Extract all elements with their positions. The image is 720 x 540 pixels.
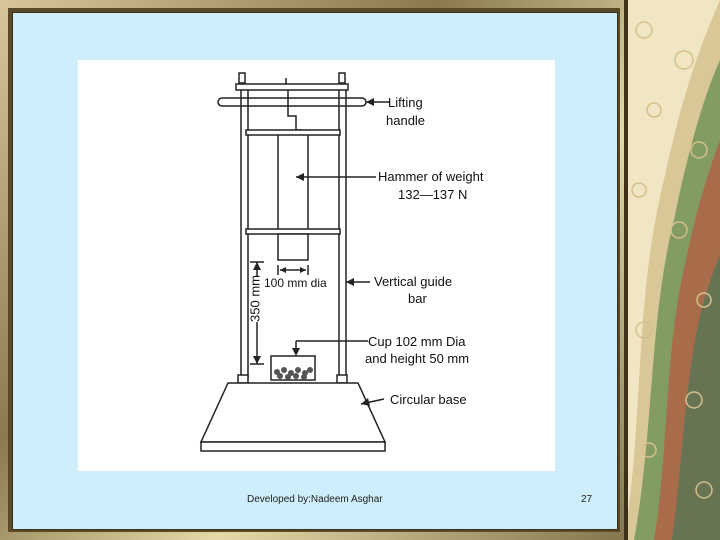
diagram-panel: Lifting handle Hammer of weight 132—137 … xyxy=(78,60,555,471)
footer-credit: Developed by:Nadeem Asghar xyxy=(247,494,383,505)
label-cup-line1: Cup 102 mm Dia xyxy=(368,334,466,349)
page-number: 27 xyxy=(581,494,593,505)
label-circular-base: Circular base xyxy=(390,392,467,407)
top-knob-left xyxy=(238,72,246,84)
floral-pattern-image xyxy=(624,0,720,540)
impact-test-apparatus-drawing xyxy=(199,72,390,452)
label-guide-bar-line1: Vertical guide xyxy=(374,274,453,289)
release-latch xyxy=(287,90,302,131)
label-hammer-diameter: 100 mm dia xyxy=(264,276,327,290)
label-lifting-handle-line2: handle xyxy=(386,113,426,128)
decorative-floral-border xyxy=(624,0,720,540)
circular-base xyxy=(199,382,387,443)
label-lifting-handle-line1: Lifting xyxy=(388,95,423,110)
hammer-tip xyxy=(277,233,309,261)
lifting-handle-bar xyxy=(217,97,367,107)
label-drop-height: 350 mm xyxy=(247,275,263,322)
foot-left xyxy=(237,374,249,384)
base-plate xyxy=(200,441,386,452)
label-guide-bar-line2: bar xyxy=(408,291,427,306)
label-cup-line2: and height 50 mm xyxy=(365,351,470,366)
top-knob-right xyxy=(338,72,346,84)
label-hammer-line1: Hammer of weight xyxy=(378,169,484,184)
foot-right xyxy=(336,374,348,384)
hammer-top-plate xyxy=(245,129,341,136)
top-plate xyxy=(235,83,349,91)
label-hammer-line2: 132—137 N xyxy=(398,187,468,202)
